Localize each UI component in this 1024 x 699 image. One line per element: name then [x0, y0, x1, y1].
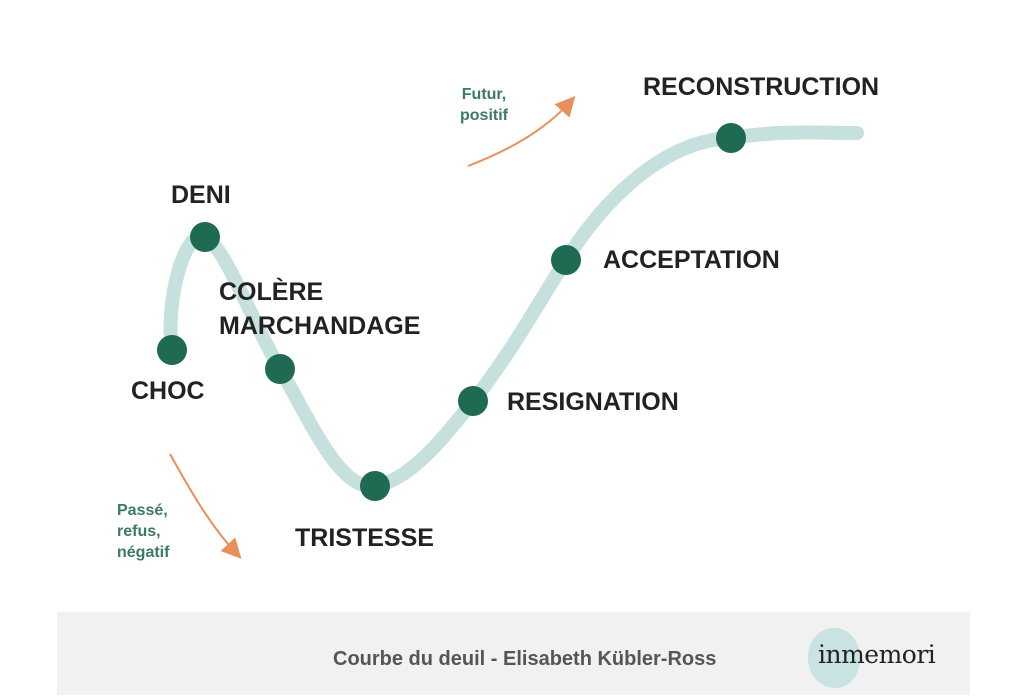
dot-tristesse [360, 471, 390, 501]
label-choc: CHOC [131, 377, 205, 405]
label-tristesse: TRISTESSE [295, 524, 434, 552]
future-arrow [467, 96, 576, 167]
grief-curve [163, 125, 864, 494]
label-resignation: RESIGNATION [507, 388, 679, 416]
past-arrow [169, 453, 242, 559]
dot-deni [190, 222, 220, 252]
logo: inmemori [818, 640, 936, 669]
logo-blob-icon [808, 628, 860, 688]
note-past: Passé, refus, négatif [117, 500, 169, 563]
note-future: Futur, positif [460, 84, 508, 126]
dot-choc [157, 335, 187, 365]
label-colere: COLÈRE [219, 278, 324, 306]
label-marchandage: MARCHANDAGE [219, 312, 421, 340]
note-line: Futur, [461, 86, 507, 103]
note-line: positif [460, 107, 508, 124]
dot-resignation [458, 386, 488, 416]
label-acceptation: ACCEPTATION [603, 246, 780, 274]
note-line: négatif [117, 544, 170, 561]
note-line: refus, [117, 523, 161, 540]
label-deni: DENI [171, 181, 231, 209]
dot-reconstruction [716, 123, 746, 153]
note-line: Passé, [117, 502, 168, 519]
caption: Courbe du deuil - Elisabeth Kübler-Ross [333, 648, 717, 670]
label-reconstruction: RECONSTRUCTION [643, 73, 880, 101]
dot-colere [265, 354, 295, 384]
dot-acceptation [551, 245, 581, 275]
